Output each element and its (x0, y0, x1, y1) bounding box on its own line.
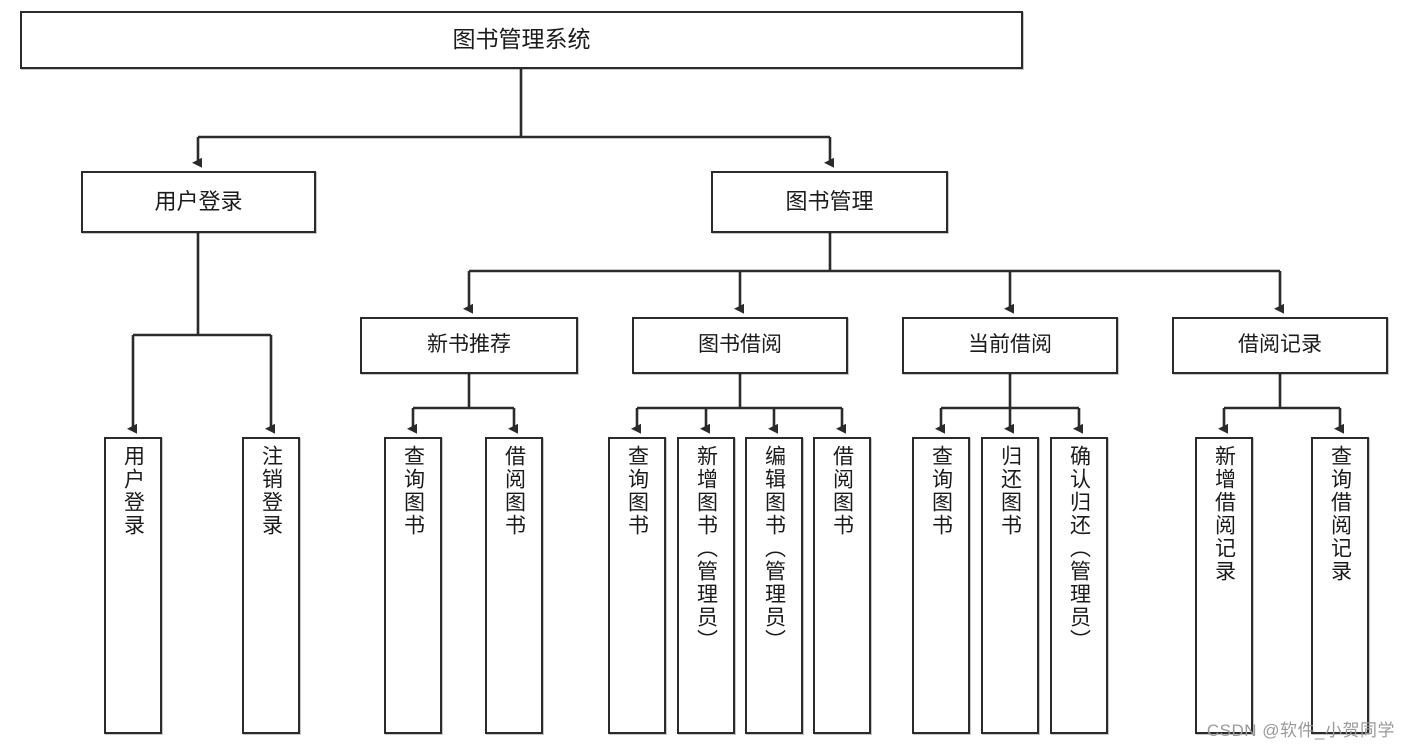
node-leaf-borrow-book-1[interactable]: 借阅图书 (485, 437, 543, 734)
node-label: 查询图书 (401, 445, 425, 537)
node-label: 图书管理系统 (452, 26, 591, 53)
node-leaf-return-book[interactable]: 归还图书 (981, 437, 1039, 734)
node-leaf-edit-book[interactable]: 编辑图书（管理员） (745, 437, 803, 734)
node-leaf-user-login[interactable]: 用户登录 (104, 437, 162, 734)
node-new-book-rec[interactable]: 新书推荐 (360, 317, 578, 374)
node-root-system[interactable]: 图书管理系统 (20, 11, 1023, 69)
node-label: 图书借阅 (698, 333, 782, 357)
node-label: 新书推荐 (427, 333, 511, 357)
node-label: 图书管理 (785, 189, 874, 215)
node-leaf-add-record[interactable]: 新增借阅记录 (1195, 437, 1253, 734)
node-label: 当前借阅 (968, 333, 1052, 357)
node-leaf-query-record[interactable]: 查询借阅记录 (1311, 437, 1369, 734)
node-label: 注销登录 (259, 445, 283, 537)
watermark: CSDN @软件_小贺同学 (1206, 721, 1395, 740)
node-label: 归还图书 (998, 445, 1022, 537)
node-label: 查询借阅记录 (1328, 445, 1352, 583)
node-label: 新增借阅记录 (1212, 445, 1236, 583)
node-user-login[interactable]: 用户登录 (81, 171, 316, 233)
node-leaf-query-book-2[interactable]: 查询图书 (608, 437, 666, 734)
node-label: 用户登录 (121, 445, 145, 537)
node-book-manage[interactable]: 图书管理 (711, 171, 948, 233)
node-book-borrow[interactable]: 图书借阅 (632, 317, 848, 374)
node-leaf-logout[interactable]: 注销登录 (242, 437, 300, 734)
node-label: 新增图书（管理员） (694, 445, 718, 652)
node-label: 查询图书 (625, 445, 649, 537)
node-label: 借阅记录 (1238, 333, 1322, 357)
node-leaf-query-book-1[interactable]: 查询图书 (384, 437, 442, 734)
node-leaf-add-book[interactable]: 新增图书（管理员） (677, 437, 735, 734)
node-label: 借阅图书 (830, 445, 854, 537)
node-leaf-query-book-3[interactable]: 查询图书 (912, 437, 970, 734)
node-label: 确认归还（管理员） (1067, 445, 1091, 652)
node-label: 编辑图书（管理员） (762, 445, 786, 652)
node-leaf-confirm-return[interactable]: 确认归还（管理员） (1050, 437, 1108, 734)
node-current-borrow[interactable]: 当前借阅 (902, 317, 1118, 374)
node-label: 查询图书 (929, 445, 953, 537)
node-label: 用户登录 (154, 189, 243, 215)
node-leaf-borrow-book-2[interactable]: 借阅图书 (813, 437, 871, 734)
node-label: 借阅图书 (502, 445, 526, 537)
node-borrow-record[interactable]: 借阅记录 (1172, 317, 1388, 374)
